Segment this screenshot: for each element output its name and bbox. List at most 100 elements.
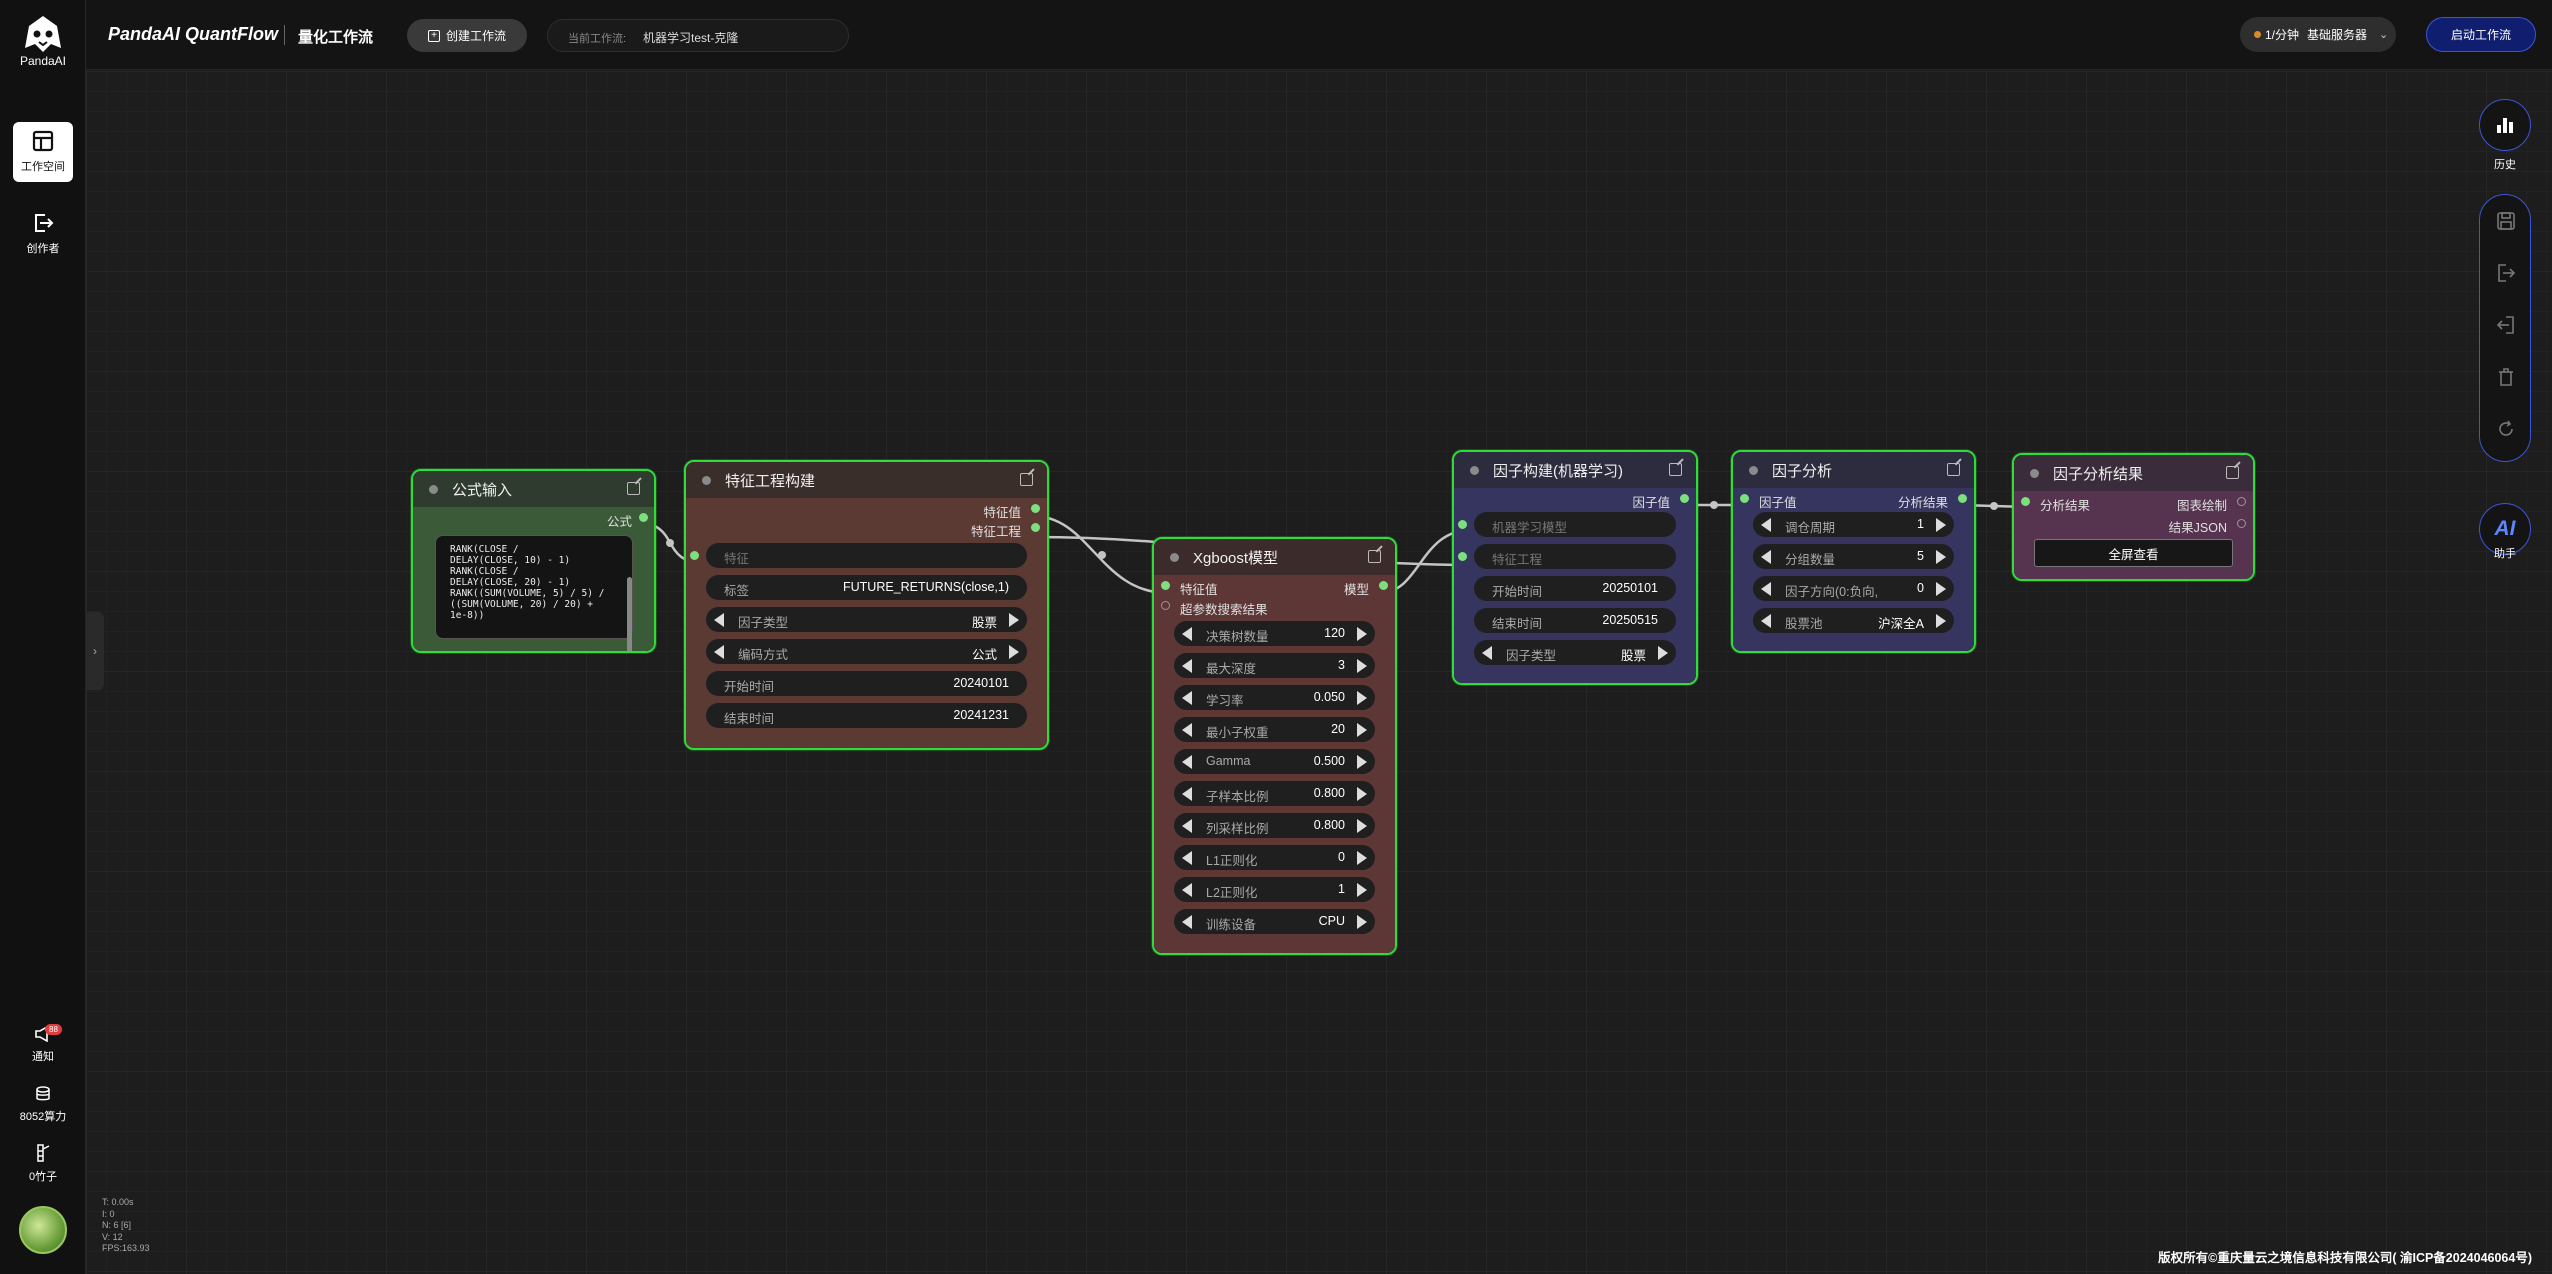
feature-engineering-input-slot[interactable]: 特征工程 [1458, 544, 1676, 569]
output-port-dot[interactable] [1958, 494, 1967, 503]
refresh-icon[interactable] [2496, 419, 2516, 439]
expand-panel-handle[interactable]: › [86, 612, 104, 690]
arrow-right-icon[interactable] [1936, 518, 1946, 532]
export-icon[interactable] [2496, 263, 2516, 283]
avatar[interactable] [19, 1206, 67, 1254]
node-collapse-dot[interactable] [2030, 468, 2039, 478]
ml-model-input-slot[interactable]: 机器学习模型 [1458, 512, 1676, 537]
arrow-right-icon[interactable] [1357, 627, 1367, 641]
arrow-right-icon[interactable] [1357, 787, 1367, 801]
arrow-left-icon[interactable] [1182, 659, 1192, 673]
encoding-combo[interactable]: 编码方式 公式 [706, 639, 1027, 664]
output-port-dot[interactable] [1379, 581, 1388, 590]
start-date-field[interactable]: 开始时间 20250101 [1474, 576, 1676, 601]
input-port-dot[interactable] [1458, 520, 1467, 529]
arrow-left-icon[interactable] [714, 613, 724, 627]
node-formula-input[interactable]: 公式输入 公式 RANK(CLOSE / DELAY(CLOSE, 10) - … [411, 469, 656, 653]
node-header[interactable]: 因子分析 [1733, 452, 1974, 488]
node-collapse-dot[interactable] [1749, 465, 1758, 475]
arrow-left-icon[interactable] [1182, 755, 1192, 769]
node-header[interactable]: 特征工程构建 [686, 462, 1047, 498]
arrow-left-icon[interactable] [1761, 582, 1771, 596]
output-port-dot[interactable] [1031, 523, 1040, 532]
arrow-right-icon[interactable] [1357, 819, 1367, 833]
node-header[interactable]: 公式输入 [413, 471, 654, 507]
node-feature-engineering[interactable]: 特征工程构建 特征值 特征工程 特征 标签 FUTURE_RETURNS(clo… [684, 460, 1049, 750]
edit-icon[interactable] [1368, 550, 1381, 563]
workflow-canvas[interactable] [86, 71, 2552, 1274]
arrow-left-icon[interactable] [1182, 883, 1192, 897]
arrow-left-icon[interactable] [1761, 614, 1771, 628]
sidebar-item-compute[interactable]: 8052算力 [13, 1086, 73, 1124]
edit-icon[interactable] [2226, 466, 2239, 479]
formula-scrollbar[interactable] [627, 577, 632, 651]
node-collapse-dot[interactable] [1470, 465, 1479, 475]
arrow-left-icon[interactable] [1182, 915, 1192, 929]
arrow-left-icon[interactable] [1182, 627, 1192, 641]
param-combo[interactable]: 因子方向(0:负向,0 [1753, 576, 1954, 601]
edit-icon[interactable] [1947, 463, 1960, 476]
param-combo[interactable]: 股票池沪深全A [1753, 608, 1954, 633]
arrow-right-icon[interactable] [1936, 550, 1946, 564]
arrow-right-icon[interactable] [1357, 691, 1367, 705]
node-header[interactable]: 因子构建(机器学习) [1454, 452, 1696, 488]
arrow-left-icon[interactable] [1761, 518, 1771, 532]
panda-logo-icon[interactable] [21, 14, 65, 59]
start-date-field[interactable]: 开始时间 20240101 [706, 671, 1027, 696]
input-port-dot[interactable] [1161, 601, 1170, 610]
arrow-left-icon[interactable] [1182, 723, 1192, 737]
create-workflow-button[interactable]: + 创建工作流 [407, 19, 527, 52]
start-workflow-button[interactable]: 启动工作流 [2426, 17, 2536, 52]
arrow-left-icon[interactable] [714, 645, 724, 659]
node-collapse-dot[interactable] [429, 484, 438, 494]
input-port-dot[interactable] [1161, 581, 1170, 590]
history-button[interactable] [2479, 99, 2531, 151]
label-field[interactable]: 标签 FUTURE_RETURNS(close,1) [706, 575, 1027, 600]
sidebar-item-bamboo[interactable]: 0竹子 [13, 1144, 73, 1184]
arrow-left-icon[interactable] [1182, 787, 1192, 801]
end-date-field[interactable]: 结束时间 20241231 [706, 703, 1027, 728]
arrow-right-icon[interactable] [1357, 723, 1367, 737]
arrow-right-icon[interactable] [1936, 614, 1946, 628]
input-port-dot[interactable] [690, 551, 699, 560]
edit-icon[interactable] [1669, 463, 1682, 476]
factor-type-combo[interactable]: 因子类型 股票 [706, 607, 1027, 632]
fullscreen-view-button[interactable]: 全屏查看 [2034, 539, 2233, 567]
arrow-left-icon[interactable] [1482, 646, 1492, 660]
arrow-right-icon[interactable] [1357, 915, 1367, 929]
factor-type-combo[interactable]: 因子类型 股票 [1474, 640, 1676, 665]
output-port-dot[interactable] [639, 513, 648, 522]
node-header[interactable]: Xgboost模型 [1154, 539, 1395, 575]
import-icon[interactable] [2496, 315, 2516, 335]
formula-textarea[interactable]: RANK(CLOSE / DELAY(CLOSE, 10) - 1) RANK(… [435, 535, 633, 639]
output-port-dot[interactable] [2237, 519, 2246, 528]
current-workflow-field[interactable]: 当前工作流: 机器学习test-克隆 [547, 19, 849, 52]
edit-icon[interactable] [1020, 473, 1033, 486]
sidebar-item-notify[interactable]: 88 通知 [13, 1024, 73, 1064]
edit-icon[interactable] [627, 482, 640, 495]
end-date-field[interactable]: 结束时间 20250515 [1474, 608, 1676, 633]
arrow-right-icon[interactable] [1009, 645, 1019, 659]
trash-icon[interactable] [2496, 367, 2516, 387]
arrow-right-icon[interactable] [1357, 659, 1367, 673]
arrow-right-icon[interactable] [1357, 851, 1367, 865]
input-port-dot[interactable] [1458, 552, 1467, 561]
ai-assistant-button[interactable]: AI [2479, 503, 2531, 555]
output-port-dot[interactable] [1680, 494, 1689, 503]
node-header[interactable]: 因子分析结果 [2014, 455, 2253, 491]
arrow-left-icon[interactable] [1182, 691, 1192, 705]
server-selector[interactable]: 1/分钟 基础服务器 ⌄ [2240, 17, 2396, 52]
arrow-left-icon[interactable] [1182, 851, 1192, 865]
